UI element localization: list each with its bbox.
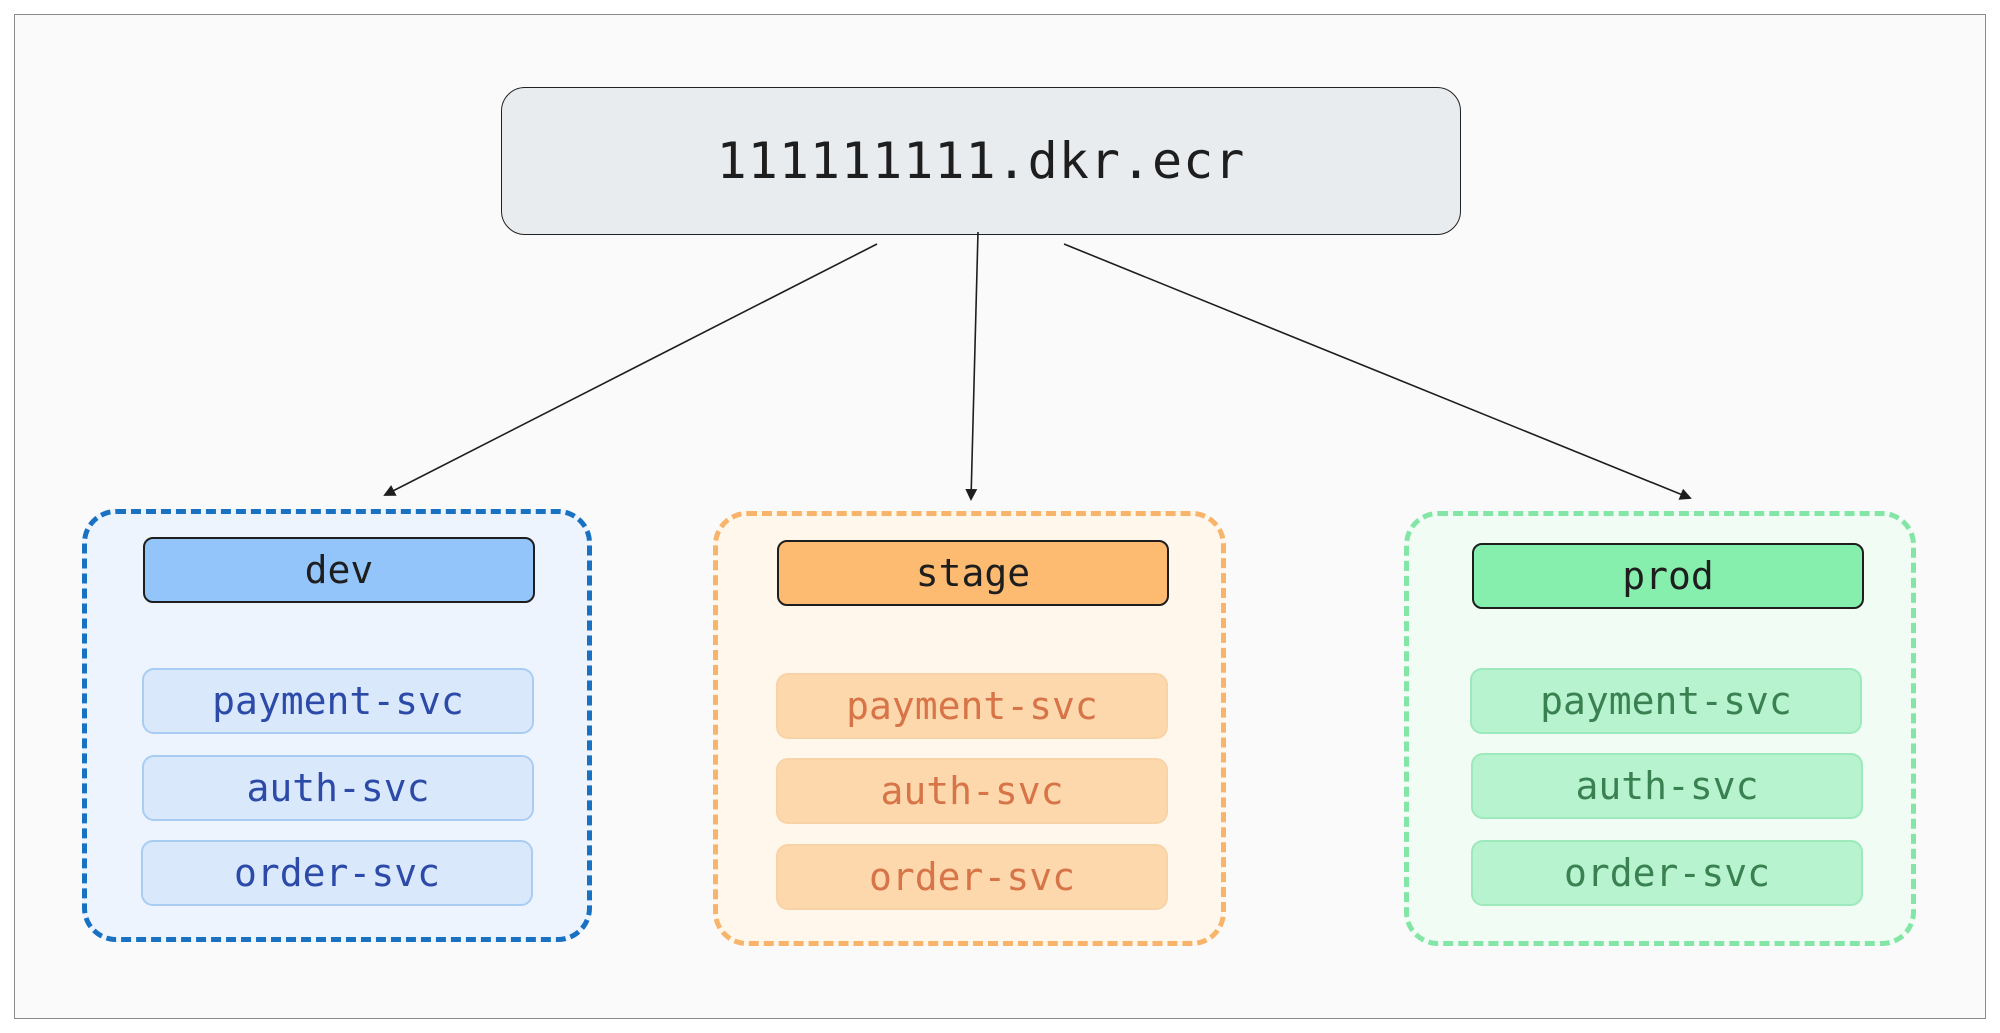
environment-label-dev: dev [143, 537, 535, 603]
registry-label: 111111111.dkr.ecr [716, 132, 1246, 190]
service-prod-auth: auth-svc [1471, 753, 1863, 819]
service-dev-order: order-svc [141, 840, 533, 906]
environment-label-prod: prod [1472, 543, 1864, 609]
service-dev-auth: auth-svc [142, 755, 534, 821]
service-stage-auth: auth-svc [776, 758, 1168, 824]
registry-node: 111111111.dkr.ecr [501, 87, 1461, 235]
service-stage-order: order-svc [776, 844, 1168, 910]
service-dev-payment: payment-svc [142, 668, 534, 734]
environment-label-stage: stage [777, 540, 1169, 606]
service-prod-order: order-svc [1471, 840, 1863, 906]
service-stage-payment: payment-svc [776, 673, 1168, 739]
service-prod-payment: payment-svc [1470, 668, 1862, 734]
